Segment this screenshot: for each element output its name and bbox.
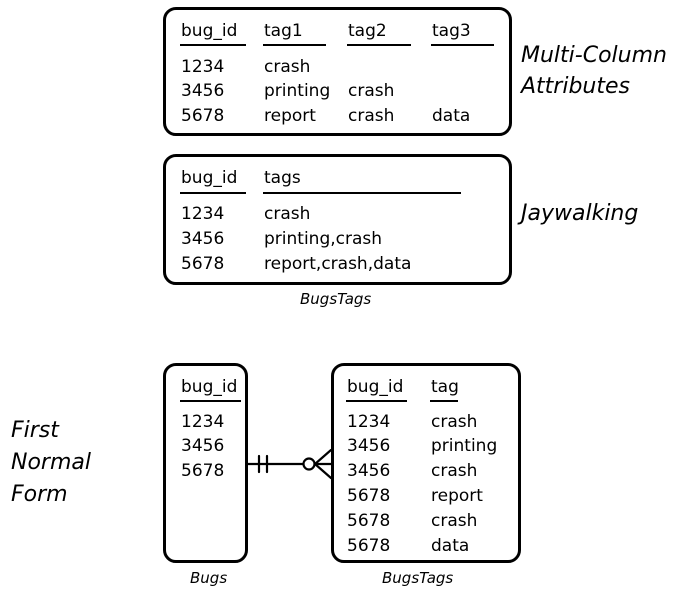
bugs-header-underline bbox=[180, 400, 241, 402]
bugs-tags-table bbox=[331, 363, 521, 563]
bt-header-bug-id: bug_id bbox=[347, 377, 404, 397]
multi-column-label-line2: Attributes bbox=[521, 74, 630, 99]
bt-cell: data bbox=[431, 536, 470, 556]
mc-header-underline bbox=[180, 44, 246, 46]
mc-cell: data bbox=[432, 106, 471, 126]
jw-cell: 5678 bbox=[181, 254, 225, 274]
bt-cell: printing bbox=[431, 436, 498, 456]
jw-cell: 3456 bbox=[181, 229, 225, 249]
mc-cell: 5678 bbox=[181, 106, 225, 126]
mc-cell: report bbox=[264, 106, 316, 126]
bt-cell: 3456 bbox=[347, 436, 391, 456]
mc-header-tag2: tag2 bbox=[348, 21, 387, 41]
jw-header-bug-id: bug_id bbox=[181, 168, 238, 188]
bugs-caption: Bugs bbox=[190, 569, 228, 587]
first-normal-form-label-line2: Normal bbox=[11, 450, 91, 475]
first-normal-form-label-line3: Form bbox=[11, 482, 68, 507]
bt-cell: report bbox=[431, 486, 483, 506]
bt-cell: crash bbox=[431, 412, 478, 432]
bt-cell: crash bbox=[431, 461, 478, 481]
mc-cell: crash bbox=[348, 106, 395, 126]
bugs-table bbox=[163, 363, 248, 563]
multi-column-label-line1: Multi-Column bbox=[521, 43, 667, 68]
bt-cell: 5678 bbox=[347, 486, 391, 506]
jw-cell: printing,crash bbox=[264, 229, 383, 249]
first-normal-form-label-line1: First bbox=[11, 418, 59, 443]
mc-header-underline bbox=[431, 44, 494, 46]
jw-cell: crash bbox=[264, 204, 311, 224]
zero-circle bbox=[302, 457, 316, 471]
crow-foot-upper bbox=[313, 448, 333, 466]
bt-header-underline bbox=[430, 400, 458, 402]
bt-cell: 5678 bbox=[347, 511, 391, 531]
multi-column-table bbox=[163, 7, 512, 136]
jw-cell: report,crash,data bbox=[264, 254, 412, 274]
jw-header-tags: tags bbox=[264, 168, 301, 188]
mc-cell: 1234 bbox=[181, 57, 225, 77]
bt-cell: 1234 bbox=[347, 412, 391, 432]
jw-cell: 1234 bbox=[181, 204, 225, 224]
bt-cell: 5678 bbox=[347, 536, 391, 556]
jw-header-underline bbox=[180, 192, 246, 194]
bugs-header-bug-id: bug_id bbox=[181, 377, 238, 397]
mc-cell: printing bbox=[264, 81, 331, 101]
crow-foot-lower bbox=[313, 462, 333, 480]
jw-header-underline bbox=[263, 192, 461, 194]
bt-cell: crash bbox=[431, 511, 478, 531]
mc-header-underline bbox=[347, 44, 411, 46]
mc-header-tag3: tag3 bbox=[432, 21, 471, 41]
bugs-tags-caption: BugsTags bbox=[382, 569, 454, 587]
bugs-cell: 3456 bbox=[181, 436, 225, 456]
mc-cell: 3456 bbox=[181, 81, 225, 101]
bt-cell: 3456 bbox=[347, 461, 391, 481]
bugs-cell: 5678 bbox=[181, 461, 225, 481]
mc-header-bug-id: bug_id bbox=[181, 21, 238, 41]
bugs-cell: 1234 bbox=[181, 412, 225, 432]
jaywalking-table bbox=[163, 154, 512, 285]
mc-header-tag1: tag1 bbox=[264, 21, 303, 41]
jaywalking-label: Jaywalking bbox=[521, 201, 639, 226]
bt-header-underline bbox=[346, 400, 407, 402]
mc-cell: crash bbox=[264, 57, 311, 77]
mc-header-underline bbox=[263, 44, 326, 46]
jaywalking-caption: BugsTags bbox=[300, 290, 372, 308]
bt-header-tag: tag bbox=[431, 377, 459, 397]
mc-cell: crash bbox=[348, 81, 395, 101]
